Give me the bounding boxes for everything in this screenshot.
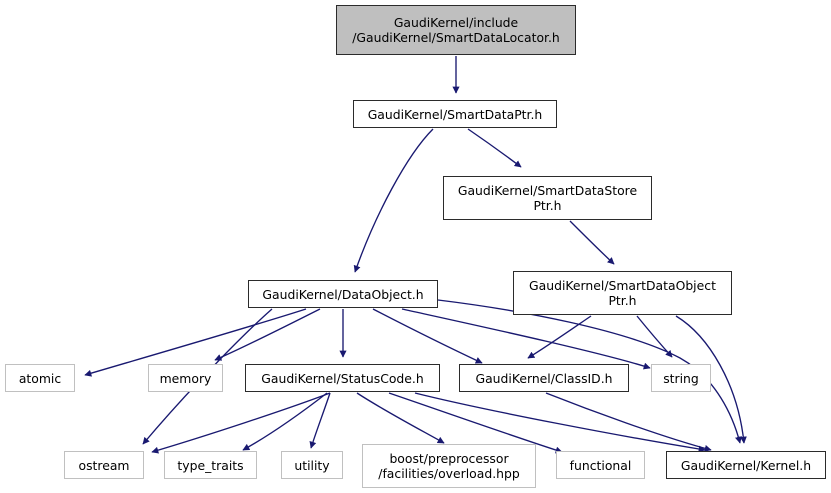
node-atomic[interactable]: atomic [5,364,75,392]
node-root[interactable]: GaudiKernel/include /GaudiKernel/SmartDa… [336,5,576,55]
node-smartdataptr[interactable]: GaudiKernel/SmartDataPtr.h [353,100,557,128]
node-utility[interactable]: utility [281,451,343,479]
node-ostream[interactable]: ostream [64,451,144,479]
node-string[interactable]: string [651,364,711,392]
edge-smartdataptr-to-smartdatastore [467,128,522,168]
edge-dataobject-to-memory [214,308,321,361]
edge-dataobject-to-classid [372,308,483,364]
edge-smartdataobject-to-classid [527,315,592,359]
node-smartdataobject[interactable]: GaudiKernel/SmartDataObject Ptr.h [513,271,732,315]
node-kernel[interactable]: GaudiKernel/Kernel.h [666,451,826,479]
edge-dataobject-to-string [401,308,651,370]
node-classid[interactable]: GaudiKernel/ClassID.h [459,364,629,392]
edge-statuscode-to-kernel [414,392,706,453]
edge-statuscode-to-type_traits [242,392,328,451]
edge-smartdataobject-to-string [636,315,673,358]
node-boost_overload[interactable]: boost/preprocessor /facilities/overload.… [362,444,536,488]
edge-statuscode-to-ostream [151,392,331,454]
edge-classid-to-kernel [545,392,712,452]
node-memory[interactable]: memory [148,364,223,392]
edge-statuscode-to-boost_overload [356,392,445,444]
node-smartdatastore[interactable]: GaudiKernel/SmartDataStore Ptr.h [443,176,652,220]
node-functional[interactable]: functional [556,451,645,479]
edge-smartdatastore-to-smartdataobject [569,220,615,265]
edge-statuscode-to-utility [309,392,331,449]
node-dataobject[interactable]: GaudiKernel/DataObject.h [248,280,438,308]
node-type_traits[interactable]: type_traits [164,451,257,479]
node-statuscode[interactable]: GaudiKernel/StatusCode.h [245,364,440,392]
edge-smartdataptr-to-dataobject [353,128,434,273]
